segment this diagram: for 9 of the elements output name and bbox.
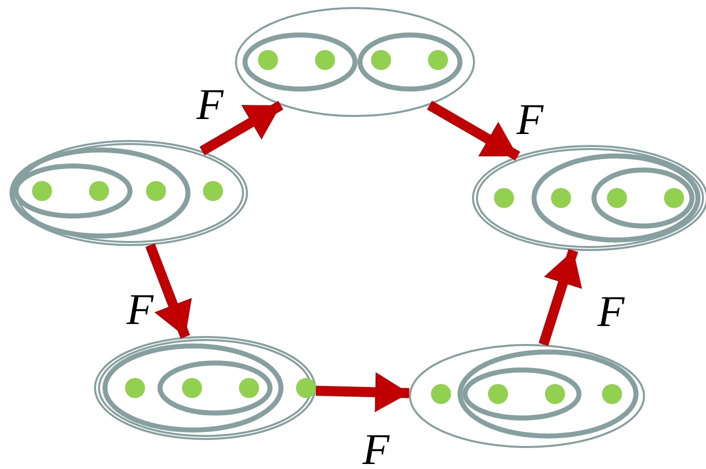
set-ellipse	[12, 140, 248, 246]
arrow	[538, 248, 582, 346]
set-ellipse	[94, 336, 316, 440]
arrow	[427, 100, 520, 160]
set-ellipse	[235, 7, 475, 117]
arrow	[145, 243, 192, 339]
arrow	[316, 372, 410, 412]
arrow	[200, 100, 284, 156]
set-ellipse	[409, 344, 645, 448]
